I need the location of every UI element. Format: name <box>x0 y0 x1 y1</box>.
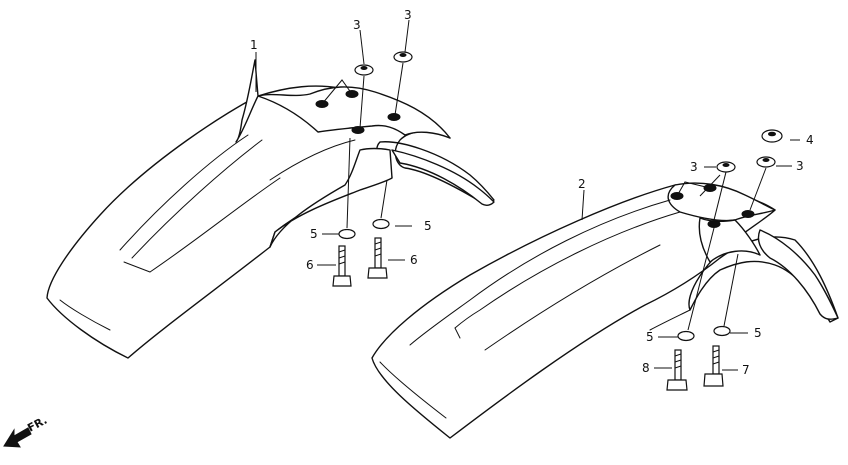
callout-3b: 3 <box>404 8 412 22</box>
callout-3c: 3 <box>690 160 698 174</box>
callout-3a: 3 <box>353 18 361 32</box>
front-arrow-icon <box>3 427 32 448</box>
bolt-7 <box>703 345 724 387</box>
callout-numbers: 1 3 3 5 5 6 6 2 4 3 3 5 5 8 7 <box>250 8 814 377</box>
callout-8: 8 <box>642 361 650 375</box>
bolt-8 <box>666 349 688 391</box>
callout-4: 4 <box>806 133 814 147</box>
rear-fender-part-2 <box>371 182 839 439</box>
callout-1: 1 <box>250 38 258 52</box>
front-direction-indicator: FR. <box>3 414 49 448</box>
washer-5b <box>372 218 390 230</box>
bolt-6a <box>332 245 352 287</box>
front-direction-label: FR. <box>25 414 49 435</box>
washer-5d <box>713 325 731 337</box>
callout-3d: 3 <box>796 159 804 173</box>
callout-6b: 6 <box>410 253 418 267</box>
callout-5a: 5 <box>310 227 318 241</box>
callout-2: 2 <box>578 177 586 191</box>
callout-5b: 5 <box>424 219 432 233</box>
washer-5a <box>338 228 356 240</box>
callout-leaders <box>255 19 800 371</box>
fender-2-hardware <box>666 129 783 391</box>
callout-5c: 5 <box>646 330 654 344</box>
washer-5c <box>677 330 695 342</box>
bolt-6b <box>367 237 388 279</box>
callout-7: 7 <box>742 363 750 377</box>
callout-6a: 6 <box>306 258 314 272</box>
front-fender-part-1 <box>46 59 495 359</box>
fender-1-hardware <box>321 51 413 287</box>
callout-5d: 5 <box>754 326 762 340</box>
